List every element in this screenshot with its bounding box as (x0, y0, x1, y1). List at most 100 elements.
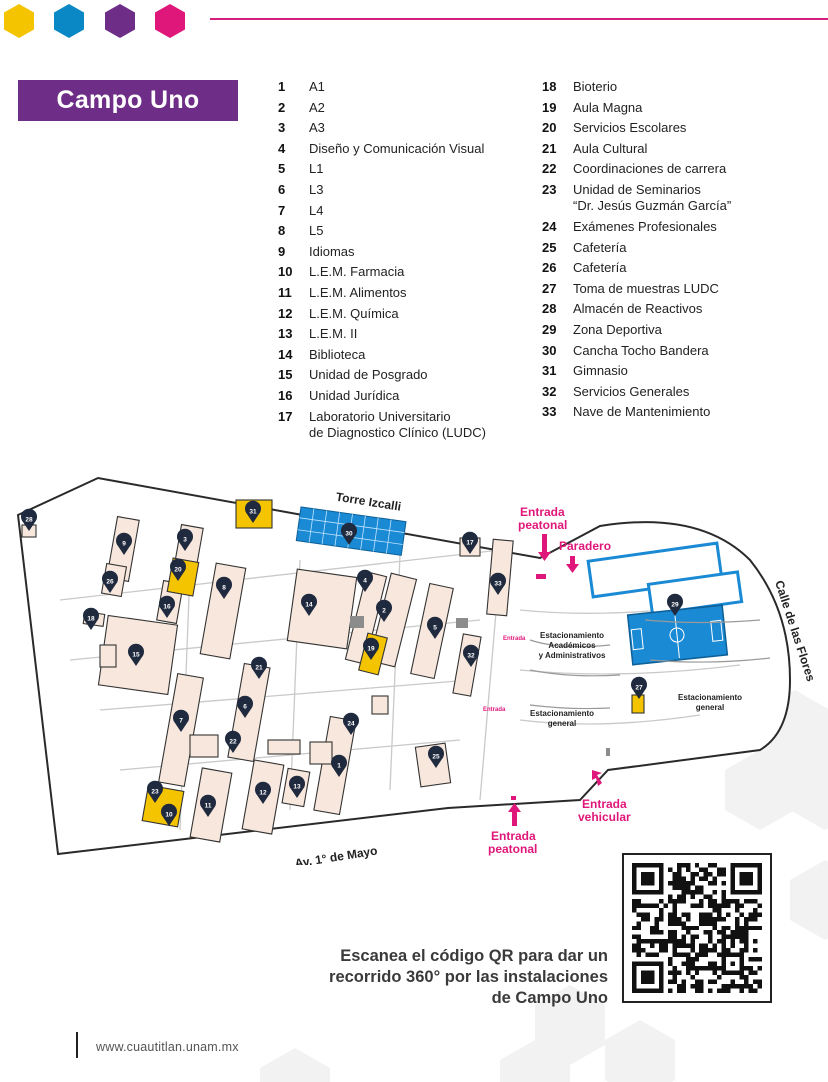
map-pin-icon (245, 500, 261, 523)
legend-number: 6 (278, 181, 286, 197)
map-marker-20[interactable]: 20 (169, 558, 186, 581)
map-pin-icon (428, 745, 444, 768)
map-marker-29[interactable]: 29 (667, 593, 683, 616)
legend-number: 16 (278, 387, 293, 403)
map-marker-number: 18 (87, 616, 95, 623)
blue-hexagon-icon (54, 4, 84, 38)
map-marker-11[interactable]: 11 (199, 794, 216, 817)
purple-hexagon-icon (105, 4, 135, 38)
map-marker-number: 2 (382, 608, 386, 615)
est-academicos-label-3: y Administrativos (539, 651, 606, 660)
legend-label: Zona Deportiva (573, 321, 662, 337)
map-marker-8[interactable]: 8 (215, 576, 232, 599)
legend-number: 8 (278, 223, 286, 239)
map-marker-5[interactable]: 5 (427, 616, 443, 639)
entrada-peatonal-top-label-2: peatonal (518, 518, 567, 532)
map-marker-25[interactable]: 25 (428, 745, 444, 768)
qr-code[interactable] (622, 853, 772, 1003)
entrada-peatonal-bottom-label: Entrada (491, 829, 536, 843)
legend-number: 24 (542, 218, 557, 234)
map-marker-number: 25 (432, 754, 440, 761)
map-marker-4[interactable]: 4 (356, 569, 373, 592)
map-marker-27[interactable]: 27 (631, 676, 647, 699)
map-marker-14[interactable]: 14 (300, 593, 317, 616)
legend-number: 18 (542, 79, 557, 94)
legend-number: 3 (278, 120, 286, 136)
legend-label: L.E.M. Química (309, 305, 399, 321)
map-marker-30[interactable]: 30 (340, 522, 357, 545)
legend-number: 26 (542, 260, 557, 276)
map-marker-13[interactable]: 13 (289, 775, 305, 798)
map-pin-icon (300, 593, 317, 616)
legend-number: 33 (542, 404, 557, 420)
qr-caption-line-2: recorrido 360° por las instalaciones (329, 968, 608, 986)
map-marker-18[interactable]: 18 (83, 607, 99, 630)
map-marker-26[interactable]: 26 (102, 570, 118, 593)
map-marker-33[interactable]: 33 (490, 572, 506, 595)
legend-label: Bioterio (573, 79, 618, 94)
map-pin-icon (172, 709, 189, 732)
map-pin-icon (169, 558, 186, 581)
qr-caption-line-3: de Campo Uno (491, 989, 608, 1007)
map-pin-icon (225, 730, 241, 753)
map-marker-12[interactable]: 12 (254, 781, 271, 804)
map-marker-9[interactable]: 9 (116, 532, 132, 555)
map-marker-number: 29 (671, 602, 679, 609)
legend-number: 14 (278, 346, 293, 362)
campus-map: Torre Izcalli Calle de las Flores Av. 1°… (16, 476, 818, 865)
footer-url[interactable]: www.cuautitlan.unam.mx (96, 1040, 239, 1054)
est-academicos-label-2: Académicos (548, 641, 596, 650)
legend-label: Biblioteca (309, 346, 366, 362)
map-pin-icon (330, 754, 347, 777)
map-marker-21[interactable]: 21 (250, 656, 267, 679)
legend-number: 23 (542, 181, 557, 197)
map-pin-icon (160, 803, 177, 826)
legend-label: Aula Magna (573, 99, 643, 115)
map-marker-16[interactable]: 16 (158, 595, 175, 618)
map-marker-7[interactable]: 7 (172, 709, 189, 732)
map-marker-10[interactable]: 10 (160, 803, 177, 826)
legend-item: 14 Biblioteca (278, 345, 528, 366)
map-pin-icon (215, 576, 232, 599)
est-general-label: Estacionamiento (530, 709, 594, 718)
map-marker-22[interactable]: 22 (225, 730, 241, 753)
qr-code-icon (632, 863, 762, 993)
map-marker-3[interactable]: 3 (176, 528, 193, 551)
map-marker-24[interactable]: 24 (342, 712, 359, 735)
entrada-peatonal-top-label: Entrada (520, 505, 565, 519)
map-marker-number: 26 (106, 579, 114, 586)
yellow-hexagon-icon (4, 4, 34, 38)
map-marker-2[interactable]: 2 (375, 599, 392, 622)
map-marker-number: 12 (259, 790, 267, 797)
map-marker-17[interactable]: 17 (462, 531, 478, 554)
map-pin-icon (116, 532, 132, 555)
street-torre-izcalli: Torre Izcalli (335, 490, 402, 514)
map-marker-31[interactable]: 31 (245, 500, 261, 523)
legend-number: 29 (542, 321, 557, 337)
map-marker-28[interactable]: 28 (21, 508, 37, 531)
footer-divider (76, 1032, 78, 1058)
map-marker-6[interactable]: 6 (237, 695, 253, 718)
map-marker-1[interactable]: 1 (330, 754, 347, 777)
map-marker-19[interactable]: 19 (362, 637, 380, 660)
map-marker-32[interactable]: 32 (462, 644, 479, 667)
map-marker-23[interactable]: 23 (146, 780, 163, 803)
legend-number: 12 (278, 305, 293, 321)
map-marker-15[interactable]: 15 (127, 643, 144, 666)
entrada-small-label-2: Entrada (483, 707, 506, 713)
map-marker-number: 13 (293, 784, 301, 791)
entrada-small-label: Entrada (503, 636, 526, 642)
legend-label: L1 (309, 161, 324, 177)
